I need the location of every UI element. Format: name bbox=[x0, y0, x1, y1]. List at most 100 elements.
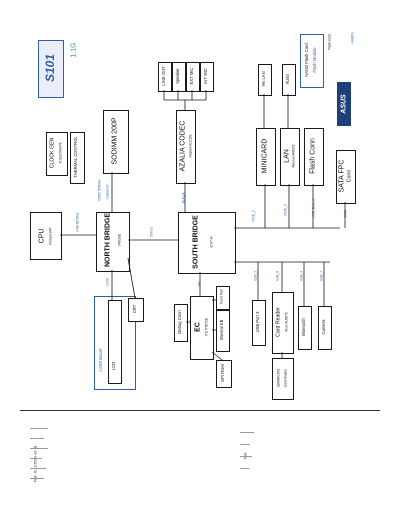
azalia-codec-sub: Realtek ALC269 bbox=[188, 134, 193, 158]
ec-sub: ITE IT8572E bbox=[204, 318, 209, 336]
sata-fpc-sub: Conn bbox=[346, 169, 353, 183]
card-reader-block bbox=[272, 292, 294, 354]
nand-flash-frame bbox=[300, 34, 324, 88]
clock-gen-sub: ICS9LPRS476 bbox=[58, 142, 63, 164]
lvds-board-label: LVDS Board bbox=[97, 348, 103, 372]
ec-block bbox=[190, 296, 214, 360]
pcie-label: PCIE_2 bbox=[251, 210, 256, 222]
hda-label: AZALIA bbox=[181, 192, 186, 204]
minicard-block bbox=[256, 128, 276, 186]
lan-port-block bbox=[258, 64, 272, 96]
internal-kb-block bbox=[216, 310, 230, 352]
debug-conn-block bbox=[174, 304, 188, 342]
revision-line bbox=[30, 478, 44, 479]
header-note: HANDS bbox=[350, 32, 355, 44]
bluetooth-label: Bluetooth bbox=[300, 318, 306, 336]
south-bridge-sub: ICH7-M bbox=[209, 236, 214, 248]
minicard-label: MINICARD bbox=[261, 138, 269, 174]
footer-note-left: PCB - 6L, 1.35mm 4.0 TB bbox=[33, 445, 38, 483]
touch-pad-label: Touch Pad bbox=[219, 289, 224, 305]
fsb-label: FSB 667MHz bbox=[75, 212, 80, 232]
usb-port-label: USB Port 3 bbox=[254, 311, 260, 333]
south-bridge-label: SOUTH BRIDGE bbox=[192, 215, 200, 269]
card-reader-sub: Alcor AU6371 bbox=[284, 312, 289, 332]
sodimm-block bbox=[103, 110, 129, 174]
ec-label: EC bbox=[194, 322, 202, 332]
revision-line bbox=[240, 444, 250, 445]
sata-fpc-block bbox=[336, 150, 356, 204]
lan-sub: Atheros AR8132 bbox=[291, 144, 296, 168]
sata-label: SATA bbox=[343, 210, 348, 218]
cpu-label: CPU bbox=[38, 228, 46, 244]
ext-mic-block bbox=[186, 62, 200, 92]
speaker-label: Speaker bbox=[174, 68, 180, 84]
north-bridge-block bbox=[96, 212, 130, 272]
azalia-codec-block bbox=[176, 110, 196, 184]
card-reader-label: Card Reader bbox=[275, 307, 282, 337]
revision-line bbox=[30, 428, 48, 429]
line-out-block bbox=[158, 62, 172, 92]
speaker-block bbox=[172, 62, 186, 92]
cpu-sub: Penryn-SFF bbox=[48, 227, 53, 245]
pcie2-label: PCIE_3 bbox=[283, 204, 288, 216]
flash-conn-label: Flash Conn bbox=[309, 138, 317, 174]
bluetooth-block bbox=[298, 306, 312, 350]
flash-card-flag: Flash Card bbox=[327, 34, 332, 50]
flash-conn-block bbox=[304, 128, 324, 186]
crt-label: CRT bbox=[131, 304, 137, 314]
spi-rom-block bbox=[216, 360, 232, 388]
revision-line bbox=[240, 456, 252, 457]
thermal-label: THERMAL CONTROL bbox=[72, 136, 78, 178]
int-mic-block bbox=[200, 62, 214, 92]
camera-label: Camera bbox=[320, 319, 326, 335]
int-mic-label: INT MIC bbox=[202, 68, 208, 84]
divider-line bbox=[20, 410, 380, 411]
south-bridge-block bbox=[178, 212, 236, 274]
channel-label: Channel A bbox=[105, 184, 110, 200]
sata-fpc-label: SATA FPC bbox=[338, 159, 346, 193]
model-title: S101 bbox=[43, 53, 57, 83]
usb-bt-label: USB_4 bbox=[299, 270, 304, 282]
lcd-block bbox=[108, 300, 122, 384]
clock-gen-label: CLOCK GEN bbox=[49, 137, 56, 169]
ddr2-label: DDR2 533MHz bbox=[97, 179, 102, 201]
spi-rom-label: SPI ROM bbox=[219, 364, 225, 382]
rj45-label: RJ45 bbox=[284, 74, 290, 84]
rj45-block bbox=[282, 64, 296, 96]
revision-line bbox=[240, 468, 249, 469]
usb3-label: USB_3 bbox=[253, 270, 258, 282]
revision-line bbox=[30, 458, 42, 459]
nand-flash-card: NAND Flash Card bbox=[303, 43, 309, 77]
lvds-bus-label: LVDS bbox=[105, 277, 110, 287]
lan-label: LAN bbox=[283, 149, 291, 163]
line-out-label: LINE OUT bbox=[160, 66, 166, 86]
model-version: 1.1G bbox=[70, 42, 78, 58]
lan-block bbox=[280, 128, 300, 186]
revision-line bbox=[30, 438, 44, 439]
sd-mmc-label: SD/MMC/MS bbox=[276, 368, 281, 388]
touch-pad-block bbox=[216, 286, 230, 310]
sodimm-label: SODIMM 200P bbox=[111, 117, 119, 165]
revision-line bbox=[30, 468, 46, 469]
asus-logo-frame bbox=[337, 82, 351, 126]
lan-port-label: Yet LAN bbox=[260, 71, 266, 87]
revision-line bbox=[30, 448, 48, 449]
lpc-label: LPC bbox=[197, 280, 202, 288]
debug-conn-label: Debug Conn bbox=[176, 310, 182, 334]
azalia-codec-label: AZALIA CODEC bbox=[179, 120, 187, 172]
cpu-block bbox=[30, 212, 62, 260]
sd-mmc-sub: Card Reader bbox=[283, 368, 288, 388]
asus-logo: ASUS bbox=[340, 94, 348, 114]
north-bridge-label: NORTH BRIDGE bbox=[104, 212, 112, 268]
lcd-label: LCD bbox=[110, 361, 116, 371]
lvds-board-frame bbox=[94, 296, 136, 390]
usb-port-block bbox=[252, 300, 266, 346]
usb-cr-label: USB_6 bbox=[275, 270, 280, 282]
north-bridge-sub: 945GSE bbox=[117, 233, 122, 247]
dmi-label: DMI x2 bbox=[149, 226, 154, 238]
model-title-frame bbox=[38, 40, 64, 98]
usb-cam-label: USB_7 bbox=[319, 270, 324, 282]
camera-block bbox=[318, 306, 332, 350]
usb-flash-label: USB_Bootcut bbox=[311, 198, 316, 218]
